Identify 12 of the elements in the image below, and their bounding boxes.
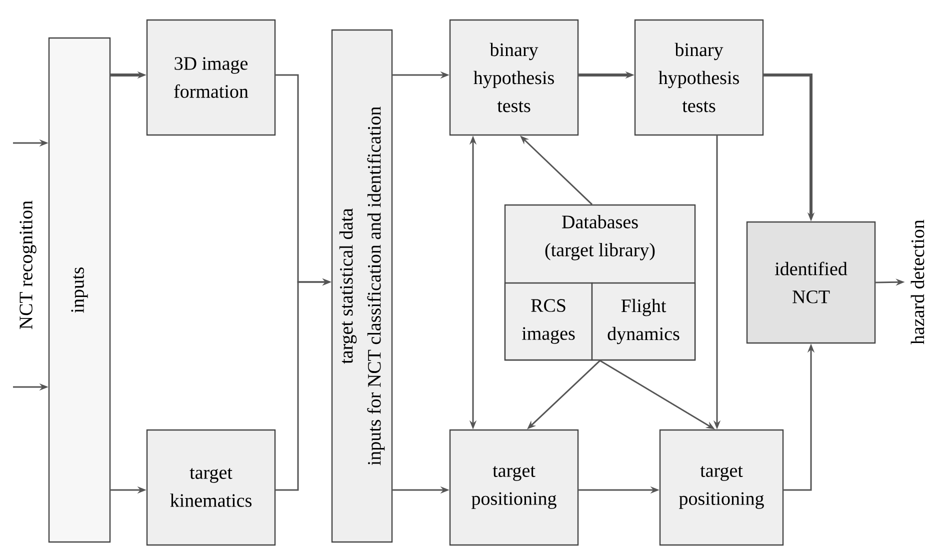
output-text: hazard detection [910,220,924,344]
process-box: binary hypothesis tests [634,19,764,136]
process-box: target positioning [449,429,579,546]
process-box: 3D image formation [146,19,276,136]
process-box: target positioning [659,429,784,546]
process-box: binary hypothesis tests [449,19,579,136]
input-bar: inputs [48,37,111,543]
table-cell: Flight dynamics [591,282,696,361]
data-bar: target statistical data inputs for NCT classification and identification [331,29,393,543]
result-box: identified NCT [746,221,876,344]
process-box: target kinematics [146,429,276,546]
table-cell: RCS images [504,282,593,361]
